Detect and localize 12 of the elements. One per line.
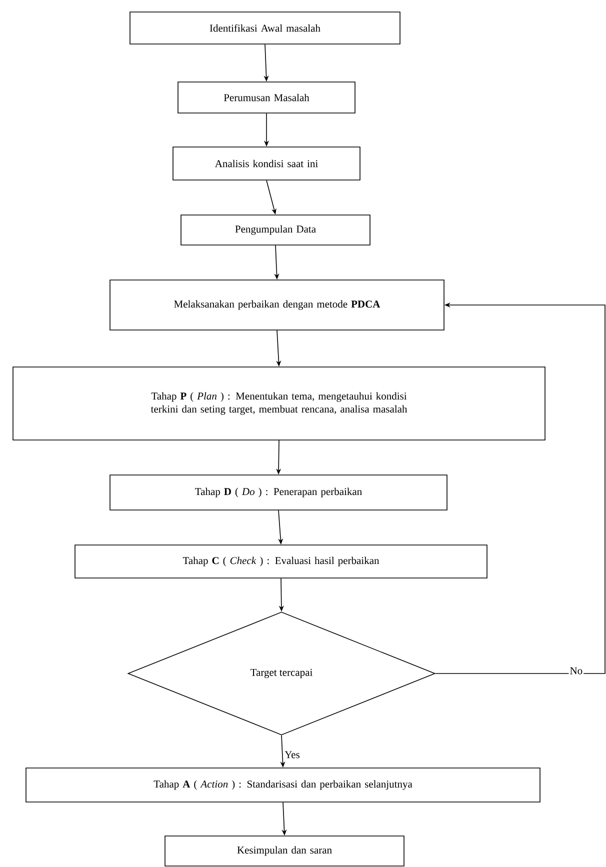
edge-label: No [568,666,584,676]
process-box: Identifikasi Awal masalah [130,12,400,44]
process-box: Pengumpulan Data [180,214,370,246]
edge-label: Yes [284,750,301,760]
process-box: Analisis kondisi saat ini [172,146,360,180]
process-box: Tahap P ( Plan ) : Menentukan tema, mengetauhui kondisi terkini dan seting target, membuat rencana, analisa masalah [12,366,546,440]
process-box: Tahap A ( Action ) : Standarisasi dan perbaikan selanjutnya [26,768,540,802]
process-box: Tahap D ( Do ) : Penerapan perbaikan [110,474,448,510]
process-box: Kesimpulan dan saran [164,836,404,866]
process-box: Melaksanakan perbaikan dengan metode PDCA [110,280,444,330]
process-box: Tahap C ( Check ) : Evaluasi hasil perbaikan [74,544,488,578]
process-box: Perumusan Masalah [178,82,356,114]
